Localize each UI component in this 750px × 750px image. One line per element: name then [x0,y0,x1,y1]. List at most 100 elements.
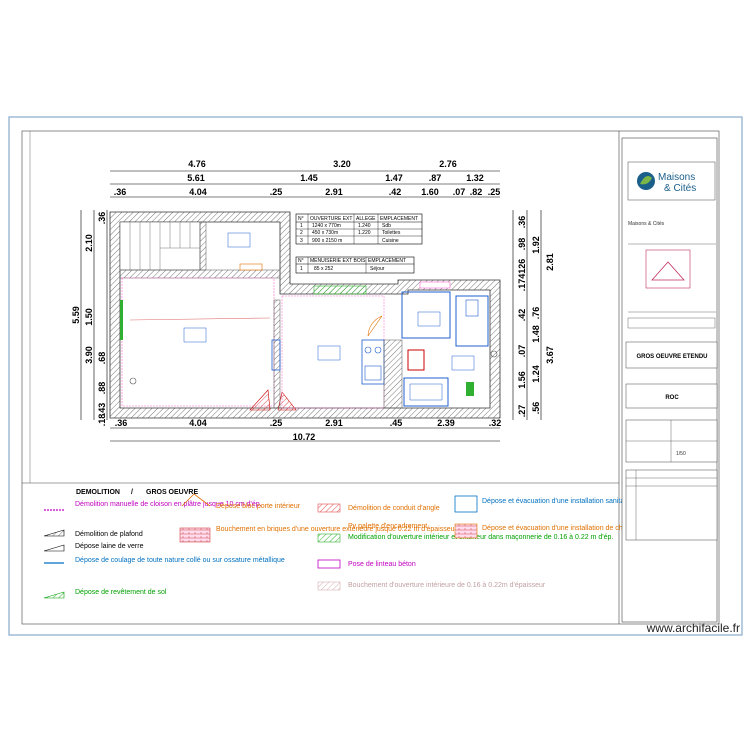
brand-line2: & Cités [664,183,696,194]
dim-right-mid-2: 1.24 [531,365,541,383]
ot-r1-c2: 1.220 [358,230,371,236]
legend-sym-12 [454,495,478,513]
dim-left-mid-2: 3.90 [84,346,94,364]
project-title: GROS OEUVRE ETENDU [636,354,707,360]
legend-text-10: Pose de linteau béton [348,561,416,568]
dim-bottom-4: .45 [390,418,403,428]
dim-right-outer-0: 2.81 [545,253,555,271]
jt-r0-c2: Séjour [370,266,385,272]
dim-left-outer-0: 5.59 [71,306,81,324]
dim-top-3-0: .36 [114,187,127,197]
drain [490,350,498,358]
dim-bottom-1: 4.04 [189,418,207,428]
jt-h0: N° [298,258,304,264]
dim-right-inner-3: .42 [517,309,527,322]
legend-text-7: Démolition de conduit d'angle [348,505,440,512]
dim-left-inner-4: .18 [97,414,107,427]
dim-top-3-8: .25 [488,187,501,197]
dim-top-2-1: 1.45 [300,173,318,183]
dim-right-inner-6: 1.56 [517,371,527,389]
red-appliance [407,349,425,371]
legend-text-6: Bouchement en briques d'une ouverture ex… [216,526,457,533]
dim-top-3-1: 4.04 [189,187,207,197]
ot-r2-c0: 3 [300,238,303,244]
dim-right-inner-4: .76 [531,307,541,320]
stair-wall [199,221,207,271]
right-partition [383,339,403,409]
legend-text-4: Dépose de revêtement de sol [75,589,167,596]
room-label-kitchen [317,345,341,361]
dim-right-inner-8: .27 [517,405,527,418]
legend-text-9: Modification d'ouverture intérieur et ex… [348,534,613,541]
house-icon [651,261,685,281]
jt-h1: MENUISERIE EXT BOIS [310,258,366,264]
demolition-triangle-left [249,389,271,411]
dim-right-inner-7: .56 [531,402,541,415]
ot-r2-c1: 900 x 2150 m [312,238,342,244]
room-label-living [183,327,207,343]
dim-top-1-0: 4.76 [188,159,206,169]
legend-text-5: Dépose bloc porte intérieur [216,503,301,510]
legend-text-3: Dépose de coulage de toute nature collé … [75,557,285,564]
right-dimensions [512,210,542,420]
code-band [625,383,718,409]
legend-title-demolition: DEMOLITION [76,489,120,496]
room-label-storage [451,355,475,371]
dim-bottom-6: .32 [489,418,502,428]
dim-top-1-1: 3.20 [333,159,351,169]
dim-top-3-2: .25 [270,187,283,197]
project-band [625,341,718,369]
dim-left-inner-3: .43 [97,403,107,416]
outer-walls [109,211,501,419]
legend: DEMOLITION / GROS OEUVRE Démolition manu… [43,489,699,599]
site-illustration [645,249,691,289]
dim-right-inner-5: .07 [517,345,527,358]
door-swing-kitchen [367,315,383,337]
dim-bottom-5: 2.39 [437,418,455,428]
owner-label: Maisons & Cités [628,221,665,227]
legend-title-sep: / [131,489,133,496]
legend-sym-6 [179,527,211,543]
bathroom-top-pink [419,281,451,289]
dim-right-mid-1: 1.48 [531,325,541,343]
dim-right-outer-1: 3.67 [545,346,555,364]
left-dimensions [80,210,108,420]
room-label-hall [227,232,251,248]
middle-partition [273,299,281,409]
openings-table: N° OUVERTURE EXT ALLEGE EMPLACEMENT 1 12… [295,213,423,245]
floor-plan [109,211,501,419]
ot-r0-c3: Sdb [382,223,391,229]
dim-top-3-5: 1.60 [421,187,439,197]
brand-line1: Maisons [658,172,695,183]
green-radiator [466,382,474,396]
wc [455,295,489,347]
middle-partition-blue [271,339,281,371]
green-opening-top [313,285,367,295]
orange-label-box [239,263,263,271]
dim-top-1-2: 2.76 [439,159,457,169]
legend-text-13: Dépose et évacuation d'une installation … [482,525,699,532]
legend-text-2: Dépose laine de verre [75,543,144,550]
room-label-bathroom [417,311,441,327]
bottom-dimensions [110,427,500,442]
dim-top-2-4: 1.32 [466,173,484,183]
ot-r1-c1: 450 x 730m [312,230,338,236]
dim-top-2-3: .87 [429,173,442,183]
ot-r0-c0: 1 [300,223,303,229]
ot-r2-c3: Cuisine [382,238,399,244]
ot-r1-c3: Toilettes [382,230,401,236]
shower-tray [409,383,443,401]
dim-right-inner-0: .36 [517,216,527,229]
hob-ring-2 [374,346,382,354]
ot-h3: EMPLACEMENT [380,216,418,222]
legend-sym-4 [43,591,65,599]
legend-text-0: Démolition manuelle de cloison en plâtre… [75,501,262,508]
ceiling-line [129,317,271,321]
jt-h2: EMPLACEMENT [368,258,406,264]
drawing-frame [21,130,720,625]
legend-title-gros-oeuvre: GROS OEUVRE [146,489,198,496]
title-block: Maisons & Cités Maisons & Cités GROS OEU… [621,137,718,623]
top-dimensions [110,170,500,198]
legend-sym-13 [454,523,478,539]
ot-r1-c0: 2 [300,230,303,236]
